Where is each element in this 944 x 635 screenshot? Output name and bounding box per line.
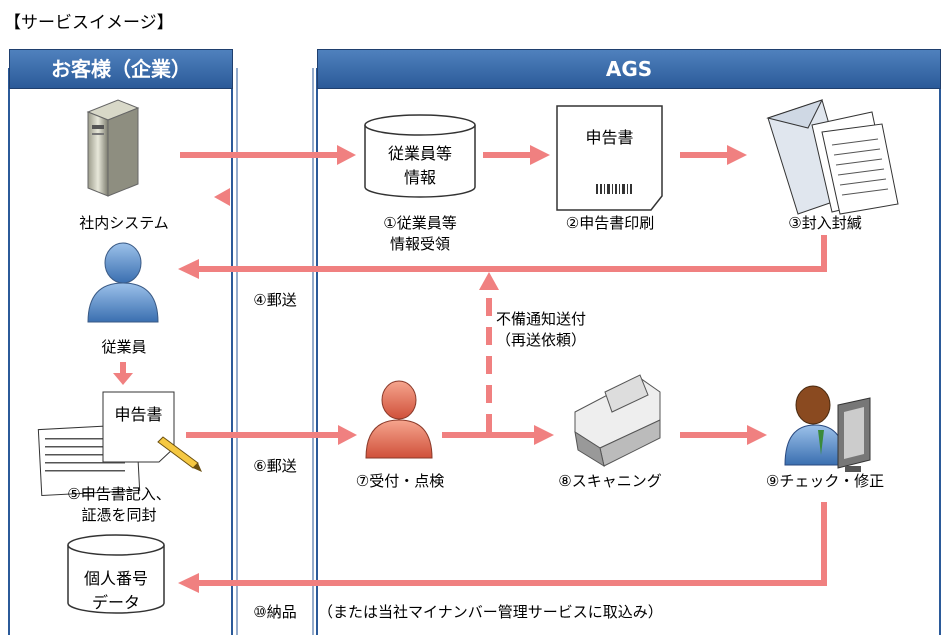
printed-form-label: 申告書 bbox=[585, 128, 634, 147]
step1-label: ①従業員等 情報受領 bbox=[340, 213, 500, 255]
step2-label: ②申告書印刷 bbox=[565, 214, 655, 232]
customer-lane-border bbox=[8, 68, 238, 635]
customer-lane-header: お客様（企業） bbox=[9, 49, 233, 89]
step1-line2: 情報受領 bbox=[389, 235, 450, 253]
step3-label: ③封入封緘 bbox=[788, 214, 862, 232]
ags-db-line2: 情報 bbox=[403, 168, 436, 187]
customer-database-icon bbox=[67, 534, 165, 614]
internal-system-label: 社内システム bbox=[79, 214, 169, 232]
ags-db-label: 従業員等 情報 bbox=[365, 142, 475, 190]
scanner-icon bbox=[574, 374, 661, 468]
form-fill-label: ⑤申告書記入、 証憑を同封 bbox=[14, 484, 224, 526]
step8-label: ⑧スキャニング bbox=[558, 472, 662, 490]
server-icon bbox=[86, 99, 140, 197]
ags-database-icon bbox=[364, 114, 476, 198]
employee-label: 従業員 bbox=[101, 338, 147, 356]
envelope-icon bbox=[766, 99, 899, 215]
step10-note: （または当社マイナンバー管理サービスに取込み） bbox=[318, 603, 663, 621]
ags-lane-border bbox=[312, 68, 941, 635]
ags-lane-header: AGS bbox=[317, 49, 941, 89]
employee-person-icon bbox=[87, 242, 159, 323]
step9-label: ⑨チェック・修正 bbox=[765, 472, 885, 490]
printed-form-icon bbox=[556, 105, 663, 211]
customer-db-line2: データ bbox=[91, 593, 140, 612]
form-doc-label: 申告書 bbox=[114, 405, 163, 424]
flow-arrows bbox=[113, 145, 827, 593]
deficiency-label: 不備通知送付 （再送依頼） bbox=[496, 309, 616, 351]
form-fill-line2: 証憑を同封 bbox=[81, 506, 157, 524]
customer-db-line1: 個人番号 bbox=[83, 569, 148, 588]
reception-person-icon bbox=[365, 380, 433, 459]
deficiency-line1: 不備通知送付 bbox=[496, 310, 587, 328]
deficiency-line2: （再送依頼） bbox=[496, 331, 587, 349]
form-fill-line1: ⑤申告書記入、 bbox=[67, 485, 171, 503]
page-title: 【サービスイメージ】 bbox=[4, 13, 174, 33]
check-person-icon bbox=[784, 385, 871, 472]
customer-db-label: 個人番号 データ bbox=[68, 567, 164, 615]
step1-line1: ①従業員等 bbox=[383, 214, 457, 232]
step10-label: ⑩納品 bbox=[253, 603, 297, 621]
step7-label: ⑦受付・点検 bbox=[355, 472, 445, 490]
ags-db-line1: 従業員等 bbox=[387, 144, 452, 163]
step4-label: ④郵送 bbox=[253, 291, 297, 309]
step6-label: ⑥郵送 bbox=[253, 457, 297, 475]
filled-form-icon bbox=[37, 391, 202, 497]
